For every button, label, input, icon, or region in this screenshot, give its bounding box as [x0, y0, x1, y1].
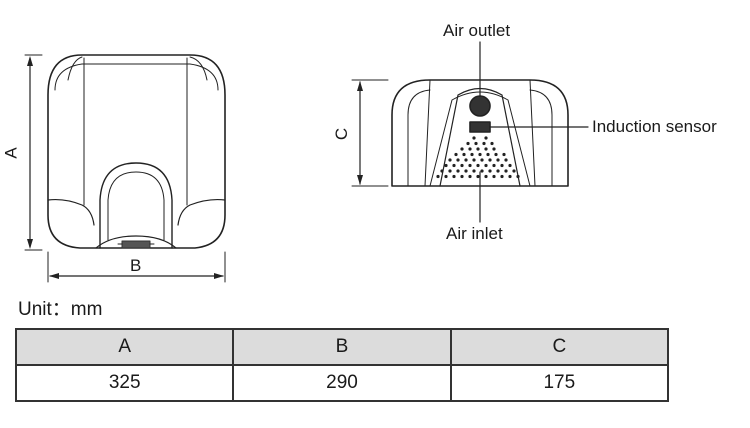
vent-hole — [496, 158, 500, 162]
vent-hole — [456, 169, 460, 173]
dimensions-table: A B C 325 290 175 — [14, 328, 670, 402]
table-cell-c: 175 — [449, 364, 670, 402]
vent-hole — [454, 152, 458, 157]
table-header-a: A — [14, 328, 235, 366]
vent-hole — [500, 163, 504, 168]
vent-hole — [464, 158, 468, 162]
vent-hole — [482, 141, 486, 146]
vent-hole — [492, 147, 496, 151]
product-dimension-diagram: Air outlet Induction sensor Air inlet A … — [1, 21, 717, 283]
vent-hole — [516, 174, 520, 179]
vent-hole — [488, 158, 492, 162]
vent-hole — [476, 163, 480, 168]
vent-hole — [480, 158, 484, 162]
vent-hole — [512, 169, 516, 173]
vent-hole — [444, 174, 448, 179]
vent-hole — [478, 152, 482, 157]
vent-hole — [470, 152, 474, 157]
vent-hole — [484, 147, 488, 151]
front-view-body — [47, 54, 226, 249]
vent-hole — [496, 169, 500, 173]
vent-hole — [476, 174, 480, 179]
vent-hole — [452, 174, 456, 179]
vent-hole — [448, 158, 452, 162]
induction-sensor-label: Induction sensor — [592, 117, 717, 136]
dimension-b-label: B — [130, 256, 142, 275]
air-inlet-label: Air inlet — [446, 224, 503, 243]
table-cell-a: 325 — [14, 364, 235, 402]
vent-hole — [508, 174, 512, 179]
vent-hole — [444, 163, 448, 168]
vent-hole — [484, 136, 488, 140]
air-inlet-vent — [436, 136, 520, 179]
vent-hole — [468, 174, 472, 179]
dimension-c-label: C — [332, 127, 352, 141]
dimension-a-label: A — [1, 147, 21, 159]
air-outlet-port — [469, 95, 491, 117]
vent-hole — [508, 163, 512, 168]
vent-hole — [492, 163, 496, 168]
vent-hole — [488, 169, 492, 173]
vent-hole — [504, 158, 508, 162]
vent-hole — [460, 174, 464, 179]
vent-hole — [472, 169, 476, 173]
vent-hole — [472, 158, 476, 162]
vent-hole — [452, 163, 456, 168]
induction-sensor-part — [469, 121, 491, 133]
vent-hole — [500, 174, 504, 179]
table-header-b: B — [232, 328, 452, 366]
vent-hole — [462, 152, 466, 157]
vent-hole — [502, 152, 506, 157]
vent-hole — [486, 152, 490, 157]
unit-label: Unit：mm — [18, 299, 103, 320]
vent-hole — [464, 169, 468, 173]
vent-hole — [440, 169, 444, 173]
vent-hole — [436, 174, 440, 179]
vent-hole — [468, 163, 472, 168]
vent-hole — [492, 174, 496, 179]
air-outlet-label: Air outlet — [443, 21, 511, 40]
table-cell-b: 290 — [232, 364, 452, 402]
vent-hole — [494, 152, 498, 157]
table-row: 325 290 175 — [14, 364, 670, 402]
table-header-row: A B C — [14, 328, 670, 366]
vent-hole — [456, 158, 460, 162]
front-view-nozzle — [99, 162, 173, 249]
vent-hole — [490, 141, 494, 146]
vent-hole — [504, 169, 508, 173]
vent-hole — [448, 169, 452, 173]
vent-hole — [484, 174, 488, 179]
vent-hole — [460, 163, 464, 168]
vent-hole — [472, 136, 476, 140]
vent-hole — [466, 141, 470, 146]
vent-hole — [484, 163, 488, 168]
dryer-drawings — [24, 41, 589, 283]
vent-hole — [476, 147, 480, 151]
vent-hole — [460, 147, 464, 151]
vent-hole — [468, 147, 472, 151]
vent-hole — [474, 141, 478, 146]
vent-hole — [480, 169, 484, 173]
table-header-c: C — [449, 328, 670, 366]
